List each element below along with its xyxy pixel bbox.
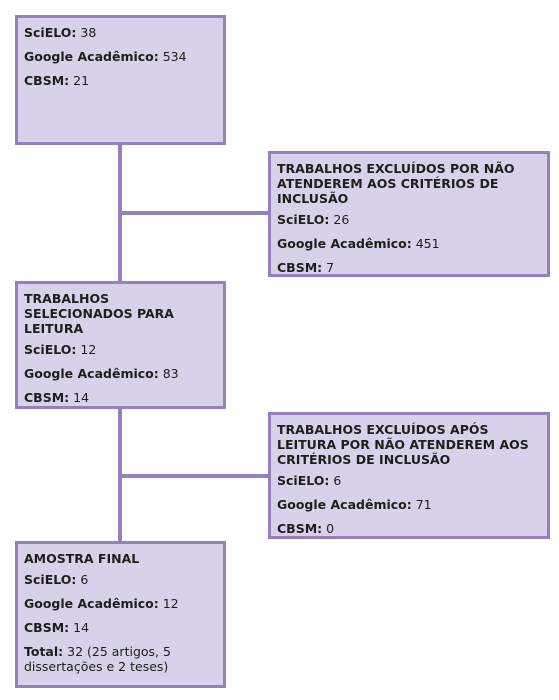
row-scielo: SciELO: 12 xyxy=(24,342,217,357)
row-cbsm: CBSM: 14 xyxy=(24,390,217,405)
row-google-academico: Google Acadêmico: 451 xyxy=(277,236,541,251)
row-value: 38 xyxy=(76,25,97,40)
row-value: 83 xyxy=(158,366,179,381)
row-value: 14 xyxy=(69,620,90,635)
box-title: TRABALHOS EXCLUÍDOS POR NÃO ATENDEREM AO… xyxy=(277,161,515,206)
row-label: SciELO: xyxy=(24,342,77,357)
row-value: 6 xyxy=(76,572,89,587)
row-google-academico: Google Acadêmico: 83 xyxy=(24,366,217,381)
row-google-academico: Google Acadêmico: 534 xyxy=(24,49,217,64)
connector-branch-2 xyxy=(122,474,268,478)
connector-vertical-2 xyxy=(118,409,122,541)
row-label: SciELO: xyxy=(277,212,330,227)
row-cbsm: CBSM: 14 xyxy=(24,620,217,635)
box-excluded-after-reading: TRABALHOS EXCLUÍDOS APÓS LEITURA POR NÃO… xyxy=(268,412,550,539)
row-google-academico: Google Acadêmico: 12 xyxy=(24,596,217,611)
row-scielo: SciELO: 26 xyxy=(277,212,541,227)
row-cbsm: CBSM: 7 xyxy=(277,260,541,275)
box-initial-search: SciELO: 38 Google Acadêmico: 534 CBSM: 2… xyxy=(15,15,226,145)
row-label: Google Acadêmico: xyxy=(277,497,412,512)
row-value: 12 xyxy=(76,342,97,357)
box-title: TRABALHOS EXCLUÍDOS APÓS LEITURA POR NÃO… xyxy=(277,422,529,467)
row-label: Google Acadêmico: xyxy=(24,596,159,611)
row-value: 0 xyxy=(322,521,335,536)
row-label: Google Acadêmico: xyxy=(24,366,159,381)
row-label: SciELO: xyxy=(24,25,77,40)
row-label: SciELO: xyxy=(277,473,330,488)
row-label: CBSM: xyxy=(24,390,70,405)
box-excluded-criteria: TRABALHOS EXCLUÍDOS POR NÃO ATENDEREM AO… xyxy=(268,151,550,277)
row-value: 451 xyxy=(411,236,440,251)
row-label: Google Acadêmico: xyxy=(24,49,159,64)
row-value: 71 xyxy=(411,497,432,512)
row-value: 14 xyxy=(69,390,90,405)
row-label: CBSM: xyxy=(24,620,70,635)
row-value: 6 xyxy=(329,473,342,488)
row-google-academico: Google Acadêmico: 71 xyxy=(277,497,541,512)
box-selected-reading: TRABALHOS SELECIONADOS PARA LEITURA SciE… xyxy=(15,281,226,409)
row-scielo: SciELO: 6 xyxy=(24,572,217,587)
row-label: Google Acadêmico: xyxy=(277,236,412,251)
row-value: 21 xyxy=(69,73,90,88)
row-label: SciELO: xyxy=(24,572,77,587)
row-label: CBSM: xyxy=(24,73,70,88)
box-title: AMOSTRA FINAL xyxy=(24,551,140,566)
row-label: CBSM: xyxy=(277,260,323,275)
row-cbsm: CBSM: 0 xyxy=(277,521,541,536)
connector-branch-1 xyxy=(122,211,268,215)
row-cbsm: CBSM: 21 xyxy=(24,73,217,88)
connector-vertical-1 xyxy=(118,145,122,281)
row-total: Total: 32 (25 artigos, 5 dissertações e … xyxy=(24,644,217,674)
row-scielo: SciELO: 6 xyxy=(277,473,541,488)
box-final-sample: AMOSTRA FINAL SciELO: 6 Google Acadêmico… xyxy=(15,541,226,688)
row-value: 32 (25 artigos, 5 dissertações e 2 teses… xyxy=(24,644,171,674)
box-title: TRABALHOS SELECIONADOS PARA LEITURA xyxy=(24,291,174,336)
row-label: CBSM: xyxy=(277,521,323,536)
row-value: 7 xyxy=(322,260,335,275)
row-value: 12 xyxy=(158,596,179,611)
row-value: 534 xyxy=(158,49,187,64)
row-scielo: SciELO: 38 xyxy=(24,25,217,40)
row-value: 26 xyxy=(329,212,350,227)
row-label: Total: xyxy=(24,644,64,659)
